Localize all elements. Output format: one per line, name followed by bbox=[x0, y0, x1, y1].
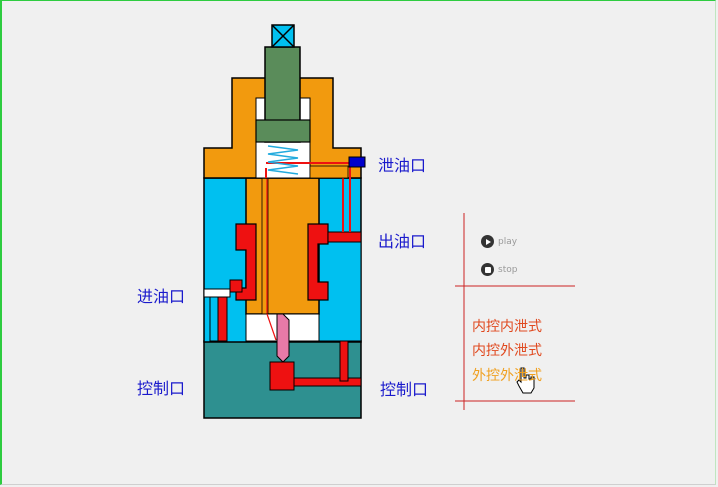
left-lower-gap bbox=[209, 296, 219, 342]
hand-cursor-icon bbox=[516, 367, 535, 394]
control-red-duct bbox=[293, 377, 362, 387]
right-red-vertical bbox=[339, 340, 349, 382]
bottom-red-chamber bbox=[269, 361, 295, 391]
outlet-red-duct bbox=[327, 231, 362, 243]
play-icon bbox=[481, 235, 494, 248]
play-label: play bbox=[498, 236, 518, 247]
stop-icon bbox=[481, 263, 494, 276]
left-red-duct bbox=[217, 296, 228, 342]
play-button[interactable]: play bbox=[481, 235, 517, 248]
stop-button[interactable]: stop bbox=[481, 263, 517, 276]
stop-label: stop bbox=[498, 264, 518, 275]
spring bbox=[267, 145, 299, 175]
menu-item-external-external[interactable]: 外控外泄式 bbox=[472, 368, 542, 384]
inlet-channel bbox=[203, 288, 231, 298]
pilot-needle bbox=[276, 313, 290, 363]
drain-plug bbox=[348, 156, 366, 168]
right-red-chamber bbox=[307, 223, 329, 301]
control-port-right-label: 控制口 bbox=[380, 380, 429, 399]
menu-item-internal-internal[interactable]: 内控内泄式 bbox=[472, 319, 542, 335]
menu-item-internal-external[interactable]: 内控外泄式 bbox=[472, 343, 542, 359]
inlet-port-label: 进油口 bbox=[137, 287, 186, 306]
outlet-port-label: 出油口 bbox=[378, 232, 427, 251]
drain-port-label: 泄油口 bbox=[378, 156, 427, 175]
control-port-left-label: 控制口 bbox=[137, 379, 186, 398]
